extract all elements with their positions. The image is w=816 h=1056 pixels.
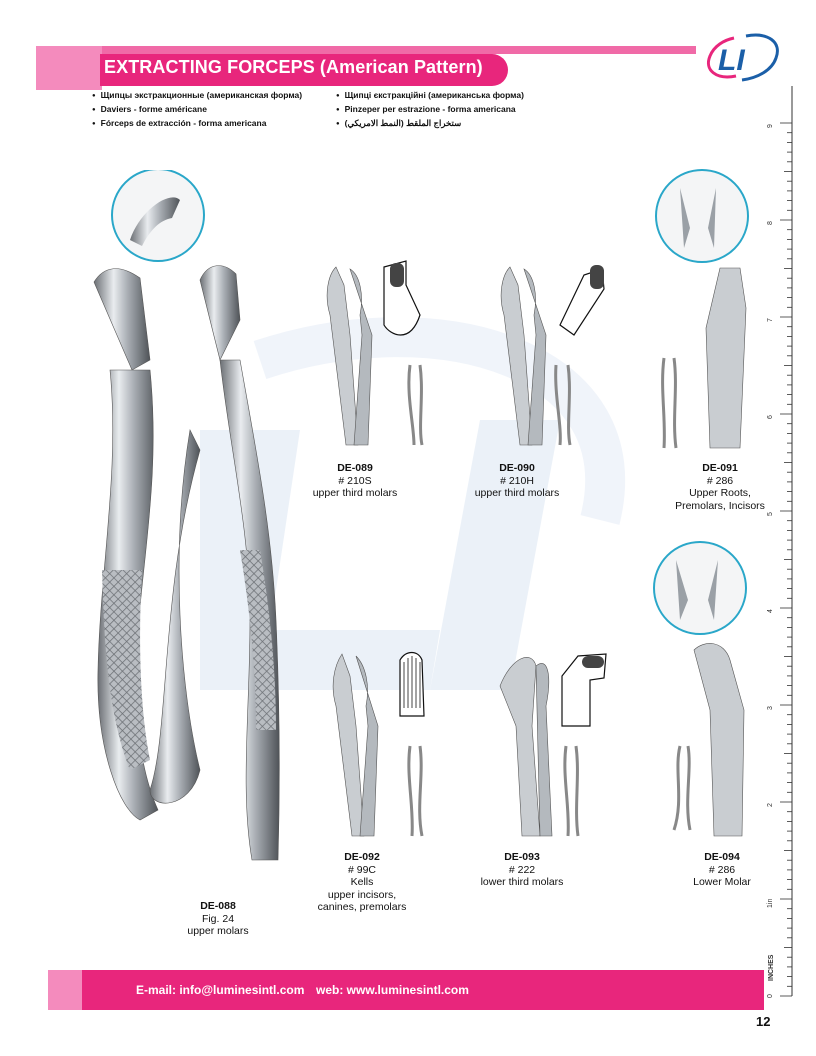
ruler-number: 7 (767, 318, 774, 322)
product-detail: upper third molars (474, 487, 560, 499)
translation-line: Щипцы экстракционные (американская форма… (92, 89, 303, 103)
product-detail: upper incisors, (327, 888, 397, 901)
forceps-de-090-image (500, 265, 605, 446)
product-detail: # 286 (708, 863, 736, 876)
product-detail: # 286 (706, 474, 734, 487)
page-title: EXTRACTING FORCEPS (American Pattern) (104, 57, 483, 77)
product-detail: # 210S (338, 474, 372, 487)
detail-zoom-circle (653, 541, 747, 635)
header-stripe (36, 46, 696, 54)
product-detail: upper third molars (312, 487, 398, 499)
product-code: DE-090 (499, 462, 535, 474)
ruler-number: 8 (767, 221, 774, 225)
forceps-de-093-image (499, 653, 607, 837)
svg-text:LI: LI (718, 44, 745, 77)
product-code: DE-094 (704, 851, 740, 863)
product-detail: # 210H (500, 474, 534, 487)
ruler-number: 5 (767, 512, 774, 516)
product-code: DE-091 (702, 462, 738, 474)
product-detail: upper molars (187, 925, 249, 937)
ruler-number: 4 (767, 609, 774, 613)
product-detail: Premolars, Incisors (675, 499, 765, 512)
detail-zoom-circle (655, 169, 749, 263)
footer-email-link[interactable]: E-mail: info@luminesintl.com (136, 983, 305, 997)
footer-bar (82, 970, 764, 1010)
footer-accent-block (48, 970, 82, 1010)
header-accent-block (36, 46, 102, 90)
product-caption-de-093: DE-093 # 222 lower third molars (470, 851, 574, 889)
product-code: DE-093 (504, 851, 540, 863)
inch-ruler: 9 8 7 6 5 4 3 2 1in 0 INCHES (767, 86, 793, 998)
ruler-number: 2 (767, 803, 774, 807)
product-caption-de-094: DE-094 # 286 Lower Molar (676, 851, 768, 889)
forceps-de-088-image (93, 170, 280, 861)
footer-web-link[interactable]: web: www.luminesintl.com (316, 983, 469, 997)
ruler-number: 1in (767, 899, 774, 908)
translations-column-2: Щипці єкстракційні (американська форма) … (336, 89, 524, 131)
translation-line: Daviers - forme américane (92, 103, 302, 117)
product-detail: Fig. 24 (201, 912, 235, 925)
product-code: DE-088 (200, 900, 236, 912)
forceps-de-092-image (332, 651, 425, 837)
forceps-de-089-image (326, 260, 424, 446)
ruler-number: 6 (767, 415, 774, 419)
product-caption-de-092: DE-092 # 99C Kells upper incisors, canin… (312, 851, 412, 914)
page-number: 12 (756, 1014, 771, 1029)
translation-line: Pinzeper per estrazione - forma american… (336, 103, 524, 117)
product-detail: # 99C (347, 863, 377, 876)
translations-column-1: Щипцы экстракционные (американская форма… (92, 89, 303, 131)
product-caption-de-090: DE-090 # 210H upper third molars (462, 462, 572, 500)
product-detail: Kells (350, 876, 374, 888)
translation-line: ستخراج الملقط (النمط الامريكي) (336, 117, 524, 131)
product-detail: Upper Roots, (689, 487, 751, 499)
product-caption-de-088: DE-088 Fig. 24 upper molars (168, 900, 268, 938)
product-detail: Lower Molar (693, 876, 751, 888)
product-detail: # 222 (508, 863, 536, 876)
ruler-label: INCHES (768, 954, 775, 981)
product-detail: canines, premolars (317, 901, 407, 913)
ruler-number: 9 (767, 124, 774, 128)
product-detail: lower third molars (480, 876, 564, 888)
product-code: DE-092 (344, 851, 380, 863)
luminesint-logo-icon: LI (707, 33, 779, 82)
forceps-de-094-image (653, 541, 747, 837)
translation-line: Щипці єкстракційні (американська форма) (336, 89, 524, 103)
header-title-bar (100, 54, 508, 86)
product-caption-de-091: DE-091 # 286 Upper Roots, Premolars, Inc… (664, 462, 776, 512)
ruler-number: 3 (767, 706, 774, 710)
translation-line: Fórceps de extracción - forma americana (92, 117, 302, 131)
product-caption-de-089: DE-089 # 210S upper third molars (300, 462, 410, 500)
product-code: DE-089 (337, 462, 373, 474)
ruler-number: 0 (767, 994, 774, 998)
forceps-de-091-image (655, 169, 749, 449)
